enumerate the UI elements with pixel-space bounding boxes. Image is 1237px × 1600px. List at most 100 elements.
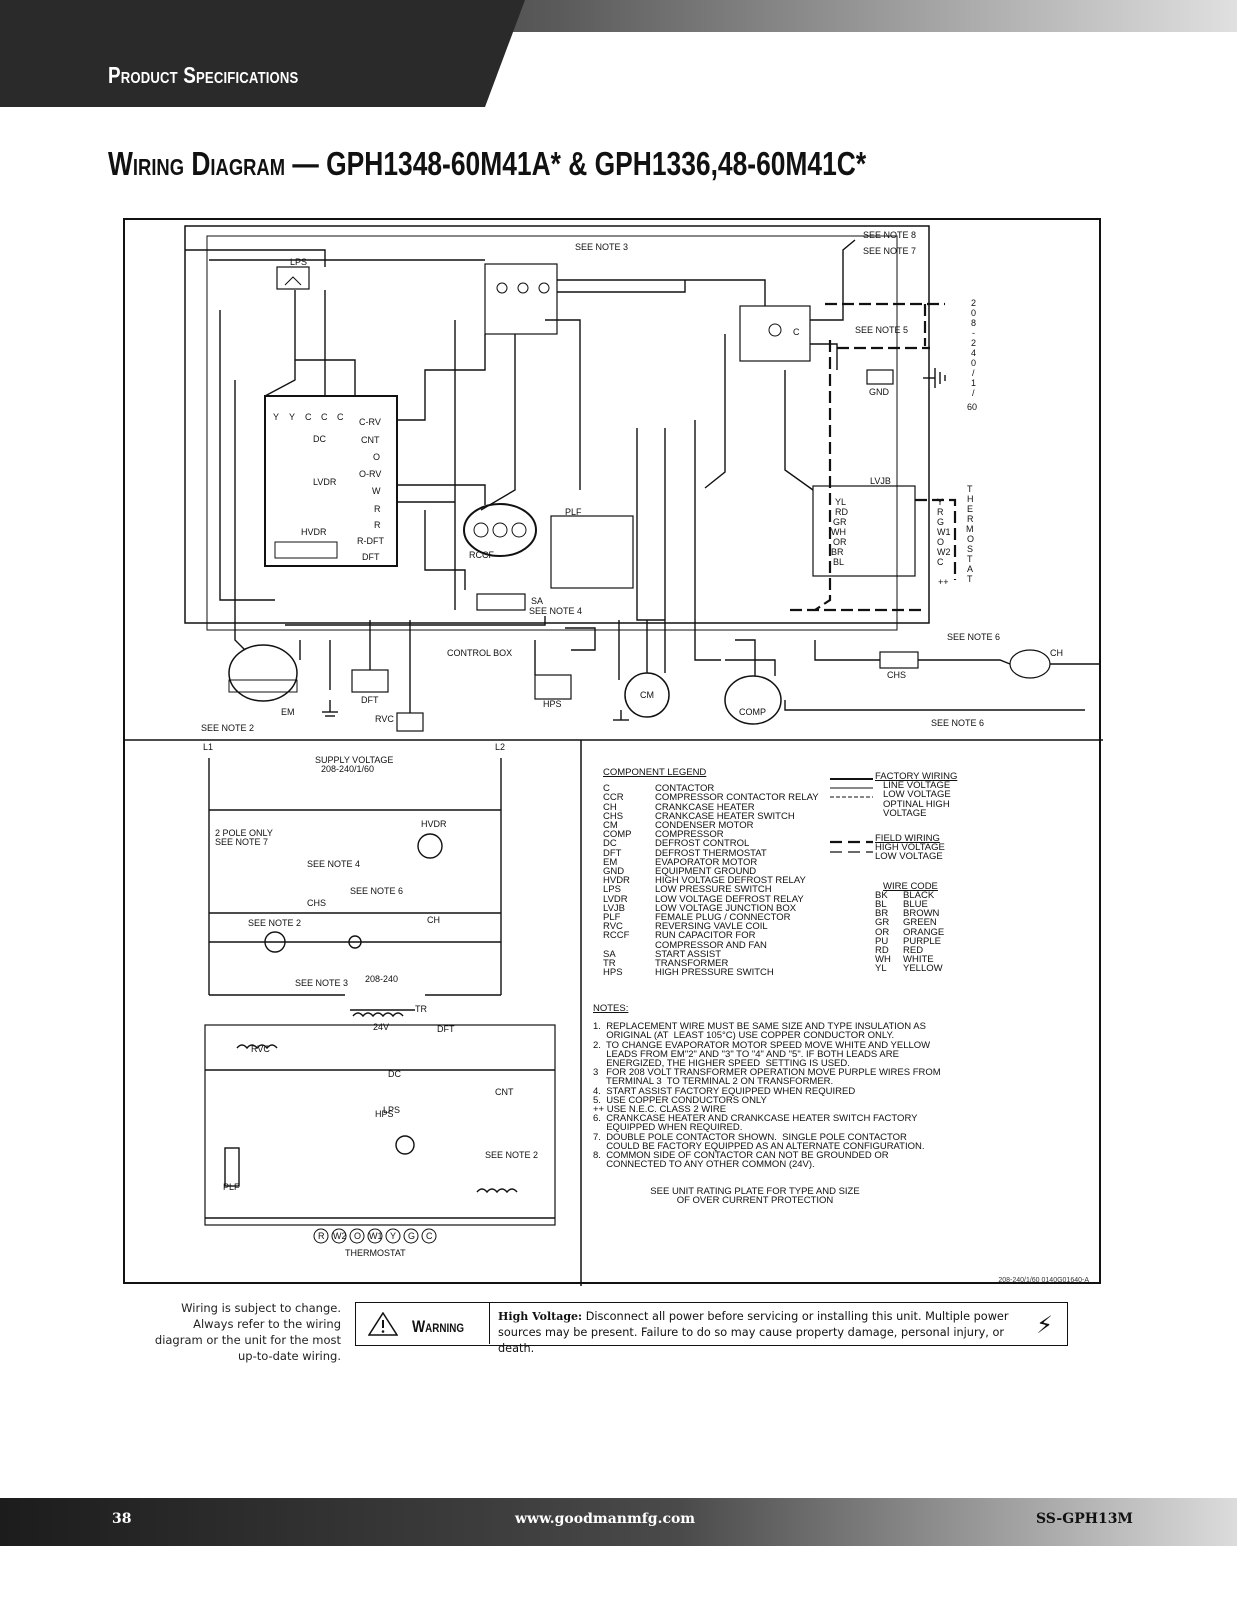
legend-desc: DEFROST CONTROL [655,838,750,850]
hps-ladder-label[interactable]: HPS [375,1109,394,1119]
lvjb-label: LVJB [870,476,891,486]
warning-heading: High Voltage: [498,1310,583,1323]
note-line: 1. REPLACEMENT WIRE MUST BE SAME SIZE AN… [593,1021,926,1033]
board-term-dft: DFT [362,552,380,562]
wire-color: WHITE [903,954,934,966]
side-voltage-2: 8 [971,318,976,328]
see-note-2: SEE NOTE 2 [201,723,254,733]
notes-title: NOTES: [593,1003,629,1014]
lvdr-label: LVDR [313,477,337,487]
two-pole-label: 2 POLE ONLY [215,828,273,838]
legend-code: DFT [603,847,622,859]
legend-code: CH [603,801,617,813]
side-voltage-0: 2 [971,298,976,308]
wire-code-row: BK BLACK [875,889,1025,901]
lps-ladder-label: LPS [383,1105,400,1115]
thermo-term-g: G [408,1231,415,1241]
wire-color: RED [903,945,924,957]
lvjb-wire-br: BR [831,547,844,557]
lvjb-wire-bl: BL [833,557,844,567]
legend-code: CM [603,820,618,832]
lvjb-term-g: G [937,517,944,527]
wire-color: BROWN [903,908,940,920]
thermostat-label: THERMOSTAT [345,1248,406,1258]
wire-code: BK [875,889,888,901]
lvjb-term-w2: W2 [937,547,951,557]
legend-desc: EVAPORATOR MOTOR [655,856,758,868]
side-voltage-3: - [972,328,975,338]
note-line: ++ USE N.E.C. CLASS 2 WIRE [593,1104,727,1116]
see-note-4: SEE NOTE 4 [529,606,582,616]
see-note-4-ladder: SEE NOTE 4 [307,859,360,869]
legend-desc: HIGH PRESSURE SWITCH [655,967,774,979]
legend-code: GND [603,866,625,878]
contactor-label: C [793,327,800,337]
thermostat-v-4: M [966,524,974,534]
rvc-ladder-label: RVC [251,1044,270,1054]
legend-code: TR [603,958,616,970]
legend-code: RCCF [603,930,630,942]
wire-code-row: BL BLUE [875,899,1025,911]
legend-desc: LOW VOLTAGE DEFROST RELAY [655,893,804,905]
wire-code: PU [875,935,889,947]
legend-code: LPS [603,884,621,896]
side-voltage-7: / [972,368,975,378]
see-note-2-ladder-b: SEE NOTE 2 [485,1150,538,1160]
wire-code: BL [875,899,887,911]
legend-desc: RUN CAPACITOR FOR [655,930,756,942]
legend-row: DC DEFROST CONTROL [603,838,843,850]
note-line: CONNECTED TO ANY OTHER COMMON (24V). [593,1159,815,1171]
see-note-3: SEE NOTE 3 [575,242,628,252]
wire-color: BLACK [903,889,935,901]
warning-text-block: High Voltage: Disconnect all power befor… [498,1309,1028,1357]
legend-code: CHS [603,810,624,822]
thermo-term-w2: W2 [333,1231,347,1241]
side-voltage-4: 2 [971,338,976,348]
lps-label: LPS [290,257,307,267]
thermostat-v-8: A [967,564,973,574]
legend-code: LVJB [603,902,626,914]
thermostat-v-6: S [967,544,973,554]
wire-code: RD [875,945,889,957]
footer-band: 38 www.goodmanmfg.com SS-GPH13M [0,1498,1237,1546]
side-voltage-1: 0 [971,308,976,318]
legend-code: DC [603,838,617,850]
side-voltage-8: 1 [971,378,976,388]
thermo-term-y: Y [390,1231,396,1241]
legend-code: HPS [603,967,623,979]
legend-desc: FEMALE PLUG / CONNECTOR [655,912,791,924]
lvjb-term-w1: W1 [937,527,951,537]
legend-desc: START ASSIST [655,948,721,960]
supply-voltage-value: 208-240/1/60 [321,764,374,774]
legend-row: GND EQUIPMENT GROUND [603,866,843,878]
website-link[interactable]: www.goodmanmfg.com [515,1511,696,1527]
legend-desc: EQUIPMENT GROUND [655,866,757,878]
see-note-7-ladder: SEE NOTE 7 [215,837,268,847]
notes-panel: NOTES: 1. REPLACEMENT WIRE MUST BE SAME … [593,1003,953,1171]
note-line: 8. COMMON SIDE OF CONTACTOR CAN NOT BE G… [593,1150,889,1162]
side-voltage-9: / [972,388,975,398]
board-top-y2: Y [289,412,295,422]
field-low-voltage: LOW VOLTAGE [875,851,943,863]
legend-desc: DEFROST THERMOSTAT [655,847,767,859]
wire-color: BLUE [903,899,928,911]
wiring-schematic: LPS GND LVJB PLF RCCF SA CONTROL BOX HPS… [125,225,1103,1286]
legend-desc: CRANKCASE HEATER [655,801,755,813]
legend-code: HVDR [603,875,630,887]
board-top-y1: Y [273,412,279,422]
note-line: ENERGIZED, THE HIGHER SPEED SETTING IS U… [593,1058,850,1070]
thermo-term-o: O [354,1231,361,1241]
rccf-label: RCCF [469,550,494,560]
page-number: 38 [112,1511,132,1527]
thermo-term-w1: W1 [369,1231,383,1241]
control-box-label: CONTROL BOX [447,648,512,658]
board-term-w: W [372,486,381,496]
